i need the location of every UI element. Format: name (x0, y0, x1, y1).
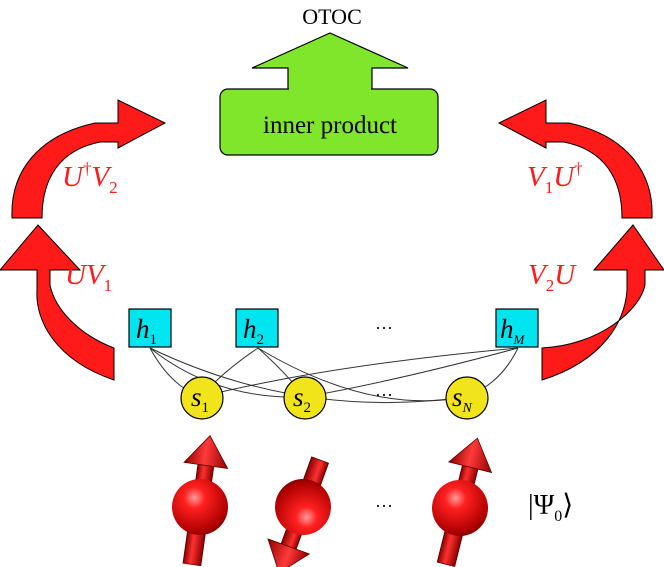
hidden-node-hm: hM (495, 308, 539, 348)
operator-right-upper: V1U† (527, 159, 583, 197)
right-upper-arrow (497, 99, 653, 219)
rbm-connections (149, 347, 519, 404)
hidden-node-h1: h1 (128, 308, 172, 348)
spin-up-n (432, 437, 493, 567)
inner-product-label: inner product (263, 112, 397, 139)
hidden-node-h2: h2 (235, 308, 279, 348)
visible-node-sn: sN (445, 376, 489, 420)
spin-ellipsis: ··· (375, 496, 393, 516)
left-upper-arrow (11, 99, 167, 219)
visible-node-s2: s2 (283, 376, 327, 420)
spin-up-1 (172, 435, 229, 567)
hidden-ellipsis: ··· (375, 318, 393, 338)
inner-product-block: inner product (219, 32, 439, 156)
otoc-title: OTOC (302, 4, 362, 29)
visible-ellipsis: ··· (375, 385, 393, 405)
operator-left-lower: UV1 (65, 259, 112, 295)
right-lower-arrow (541, 224, 664, 381)
visible-node-s1: s1 (180, 376, 224, 420)
spin-down (267, 456, 331, 567)
operator-left-upper: U†V2 (62, 159, 118, 197)
left-lower-arrow (0, 224, 115, 381)
otoc-up-arrow-shape (251, 32, 409, 91)
operator-right-lower: V2U (528, 259, 577, 295)
initial-state-label: |Ψ0⟩ (528, 490, 573, 525)
